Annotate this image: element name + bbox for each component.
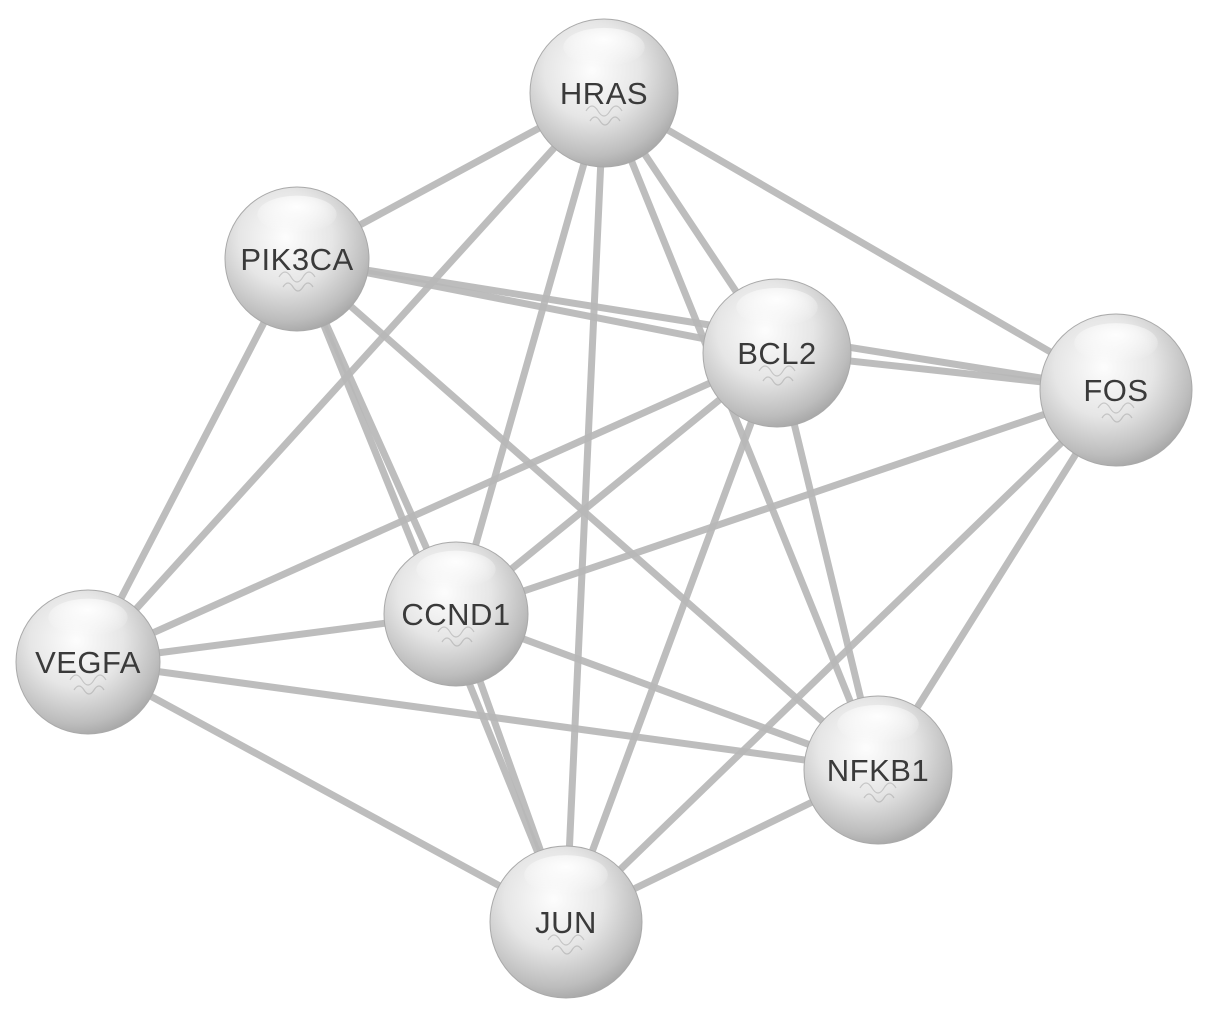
node-sphere — [1039, 313, 1193, 467]
edge-vegfa-nfkb1 — [84, 658, 882, 774]
node-sphere — [15, 589, 161, 735]
edge-hras-fos — [600, 89, 1120, 394]
node-sphere — [803, 695, 953, 845]
node-label: JUN — [535, 905, 597, 940]
edge-pik3ca-vegfa — [84, 255, 301, 666]
node-sphere — [383, 541, 529, 687]
protein-structure-icon — [69, 674, 107, 695]
node-sphere — [224, 186, 370, 332]
node-sphere — [702, 278, 852, 428]
node-label: CCND1 — [401, 597, 510, 632]
node-highlight — [736, 287, 818, 327]
node-pik3ca[interactable]: PIK3CA — [224, 186, 370, 332]
node-label: PIK3CA — [240, 242, 353, 277]
protein-structure-icon — [585, 105, 623, 126]
edge-vegfa-jun — [84, 658, 570, 926]
node-highlight — [48, 598, 128, 637]
edge-hras-nfkb1 — [600, 89, 882, 774]
node-label: FOS — [1083, 373, 1148, 408]
node-jun[interactable]: JUN — [489, 845, 643, 999]
node-label: NFKB1 — [827, 753, 929, 788]
protein-structure-icon — [758, 365, 796, 386]
node-label: HRAS — [560, 76, 648, 111]
edge-pik3ca-fos — [293, 255, 1120, 394]
protein-structure-icon — [278, 271, 316, 292]
node-hras[interactable]: HRAS — [529, 18, 679, 168]
node-label: BCL2 — [737, 336, 817, 371]
node-highlight — [837, 704, 919, 744]
edge-hras-ccnd1 — [452, 89, 608, 618]
edge-pik3ca-nfkb1 — [293, 255, 882, 774]
node-fos[interactable]: FOS — [1039, 313, 1193, 467]
node-highlight — [1074, 323, 1158, 363]
node-highlight — [524, 855, 608, 895]
node-vegfa[interactable]: VEGFA — [15, 589, 161, 735]
edge-fos-jun — [562, 386, 1120, 926]
node-highlight — [563, 27, 645, 67]
node-bcl2[interactable]: BCL2 — [702, 278, 852, 428]
node-highlight — [257, 195, 337, 234]
edge-bcl2-jun — [562, 349, 781, 926]
protein-structure-icon — [1097, 402, 1135, 423]
node-highlight — [416, 550, 496, 589]
protein-structure-icon — [437, 626, 475, 647]
node-nfkb1[interactable]: NFKB1 — [803, 695, 953, 845]
node-sphere — [489, 845, 643, 999]
protein-structure-icon — [859, 782, 897, 803]
node-ccnd1[interactable]: CCND1 — [383, 541, 529, 687]
edge-fos-ccnd1 — [452, 386, 1120, 618]
node-label: VEGFA — [35, 645, 141, 680]
edge-bcl2-vegfa — [84, 349, 781, 666]
edge-ccnd1-nfkb1 — [452, 610, 882, 774]
node-sphere — [529, 18, 679, 168]
protein-structure-icon — [547, 934, 585, 955]
